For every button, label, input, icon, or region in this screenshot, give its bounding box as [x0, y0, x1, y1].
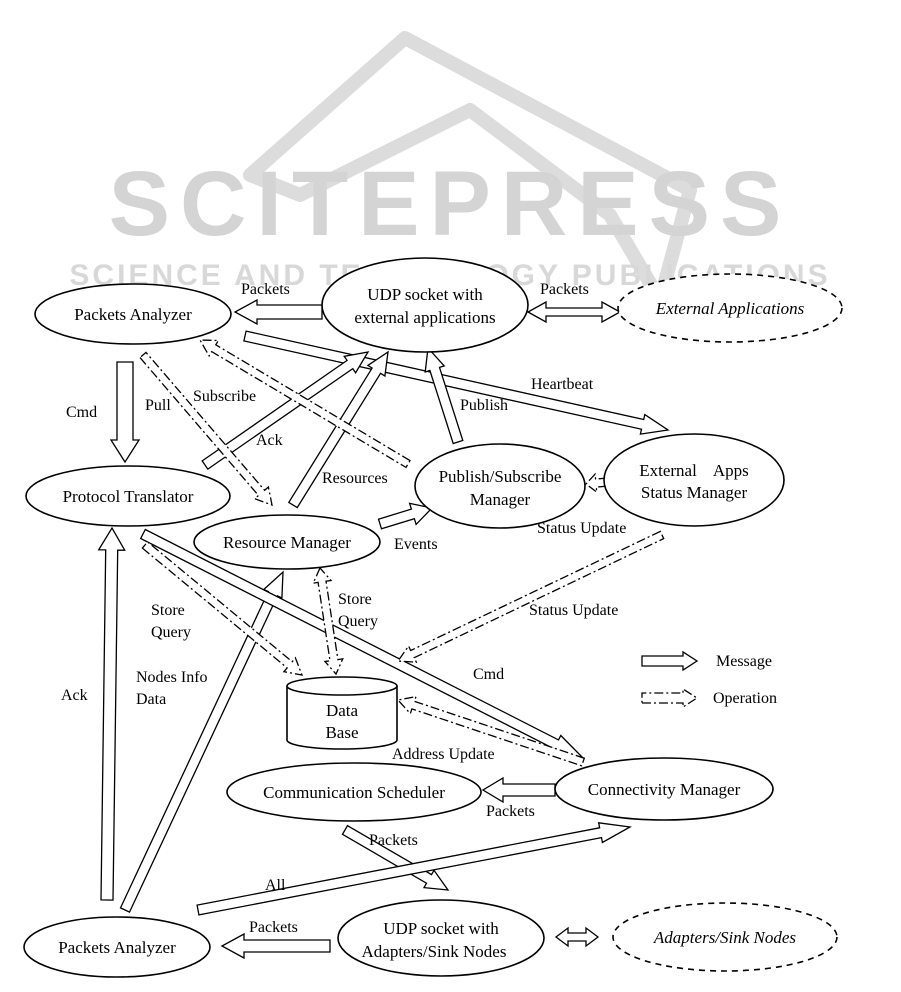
- node-label: Protocol Translator: [63, 487, 194, 506]
- node-label: Packets Analyzer: [58, 938, 176, 957]
- legend-arrows: [641, 650, 699, 709]
- arrow-resources-to-udp: [287, 350, 389, 509]
- node-resource-manager[interactable]: Resource Manager: [193, 514, 381, 570]
- arrows-layer: [97, 298, 670, 960]
- legend-operation-arrow: [641, 687, 699, 709]
- node-label: Connectivity Manager: [588, 780, 741, 799]
- edge-label: Packets: [540, 281, 589, 298]
- edge-label: Cmd: [473, 666, 504, 683]
- node-label-line1: UDP socket with: [383, 919, 499, 938]
- watermark-logo-shape: [243, 31, 697, 307]
- legend-message-label: Message: [716, 653, 772, 670]
- edge-label: Cmd: [66, 404, 97, 421]
- edge-label: Subscribe: [193, 388, 256, 405]
- node-connectivity-manager[interactable]: Connectivity Manager: [554, 757, 774, 821]
- edge-label: Store: [151, 602, 185, 619]
- edge-label: Address Update: [392, 746, 495, 763]
- node-adapters-sink-nodes[interactable]: Adapters/Sink Nodes: [612, 902, 838, 972]
- op-status-update: [396, 530, 665, 663]
- node-label-line2: Status Manager: [641, 483, 748, 502]
- node-database[interactable]: Data Base: [286, 676, 398, 750]
- node-udp-socket-adapters[interactable]: UDP socket with Adapters/Sink Nodes: [337, 899, 545, 977]
- edge-label: Nodes Info: [136, 669, 208, 686]
- node-label-line1: UDP socket with: [367, 285, 483, 304]
- node-label: Resource Manager: [223, 533, 351, 552]
- arrow-cmd-to-protocol-translator: [109, 361, 141, 464]
- node-label: Communication Scheduler: [263, 783, 445, 802]
- edge-label: Status Update: [537, 520, 626, 537]
- legend-operation-label: Operation: [713, 690, 777, 707]
- node-publish-subscribe-manager[interactable]: Publish/Subscribe Manager: [414, 443, 586, 529]
- node-label: Adapters/Sink Nodes: [653, 928, 797, 947]
- edge-labels: Packets Packets Heartbeat Cmd Pull Subsc…: [61, 281, 626, 936]
- edge-label: Packets: [249, 919, 298, 936]
- node-label-line1: Data: [326, 701, 359, 720]
- op-store-query-1: [141, 540, 304, 676]
- legend: Message Operation: [641, 650, 777, 709]
- arrow-udp-external-apps: [526, 300, 622, 324]
- node-external-applications[interactable]: External Applications: [617, 273, 843, 343]
- edge-label: Ack: [61, 687, 88, 704]
- node-label-line2: Manager: [470, 490, 531, 509]
- node-label-line2: Adapters/Sink Nodes: [362, 942, 507, 961]
- edge-label: Store: [338, 591, 372, 608]
- node-packets-analyzer-bottom[interactable]: Packets Analyzer: [23, 916, 211, 978]
- edge-label: Publish: [460, 397, 508, 414]
- edge-label: All: [265, 877, 286, 894]
- node-label: External Applications: [655, 299, 805, 318]
- node-packets-analyzer-top[interactable]: Packets Analyzer: [34, 283, 232, 345]
- edge-label: Status Update: [529, 602, 618, 619]
- arrow-all-to-connectivity-manager: [196, 822, 633, 916]
- arrow-packets-to-udp-adapters: [341, 824, 450, 891]
- op-address-update: [396, 695, 586, 767]
- node-label-line2: external applications: [354, 308, 495, 327]
- edge-label: Packets: [486, 803, 535, 820]
- edge-label: Heartbeat: [531, 376, 594, 393]
- op-subscribe-to-analyzer: [198, 339, 411, 469]
- node-label-line1: External Apps: [639, 461, 749, 480]
- edge-label: Pull: [145, 397, 171, 414]
- legend-message-arrow: [641, 650, 699, 672]
- arrow-udp-to-packets-analyzer: [233, 298, 323, 326]
- node-protocol-translator[interactable]: Protocol Translator: [25, 465, 231, 527]
- arrow-events: [377, 502, 434, 530]
- edge-label: Ack: [256, 432, 283, 449]
- edge-label: Query: [151, 624, 191, 641]
- arrow-udp-adapters-sink: [554, 926, 600, 948]
- arrow-nodes-info-to-resource-manager: [119, 570, 284, 913]
- node-label-line1: Publish/Subscribe: [439, 467, 562, 486]
- op-pull: [139, 351, 273, 507]
- arrow-udp-adapters-to-packets-analyzer: [220, 932, 331, 960]
- node-label-line2: Base: [325, 723, 358, 742]
- watermark-title: SCITEPRESS: [109, 153, 792, 255]
- node-communication-scheduler[interactable]: Communication Scheduler: [226, 762, 482, 822]
- edge-label: Packets: [369, 832, 418, 849]
- edge-label: Packets: [241, 281, 290, 298]
- edge-label: Resources: [322, 470, 388, 487]
- node-udp-socket-external[interactable]: UDP socket with external applications: [321, 257, 529, 353]
- arrow-packets-to-communication-scheduler: [481, 776, 556, 804]
- arrow-subscribe-to-udp: [201, 351, 370, 471]
- arrow-ack-to-protocol-translator: [97, 526, 126, 901]
- edge-label: Query: [338, 613, 378, 630]
- node-external-apps-status-manager[interactable]: External Apps Status Manager: [603, 433, 785, 527]
- edge-label: Events: [394, 536, 438, 553]
- arrow-publish-to-udp: [424, 346, 464, 445]
- node-label: Packets Analyzer: [74, 305, 192, 324]
- edge-label: Data: [136, 691, 166, 708]
- op-store-query-2: [312, 566, 344, 676]
